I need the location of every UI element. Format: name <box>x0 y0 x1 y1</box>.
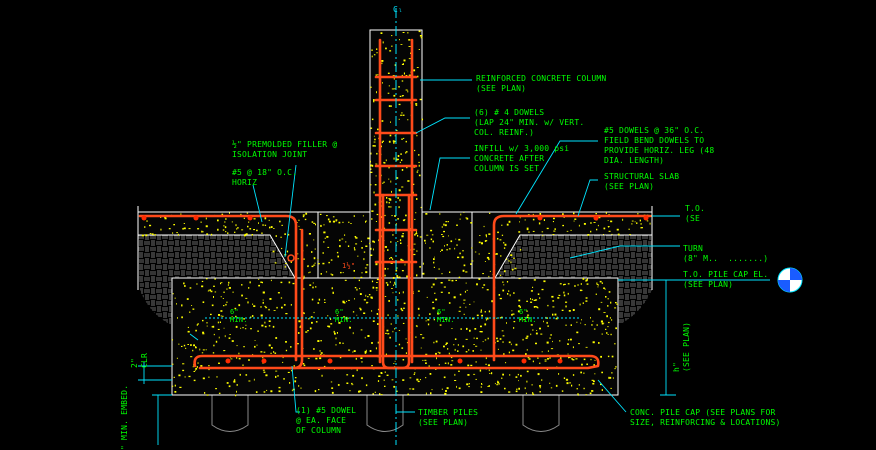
label-pile-cap-elevation: T.O. PILE CAP EL. (SEE PLAN) <box>683 270 769 289</box>
leaders <box>138 79 770 445</box>
label-min-6-b: 6" MIN. <box>335 308 353 324</box>
label-field-bend: #5 DOWELS @ 36" O.C. FIELD BEND DOWELS T… <box>604 126 715 165</box>
rebar-dots <box>141 215 649 364</box>
center-mark: Cₗ <box>393 5 403 14</box>
label-clear-cover: 2" CLR <box>130 352 149 368</box>
label-min-6-a: 6" MIN. <box>230 308 248 324</box>
label-turn: TURN (8" M.. .......) <box>683 244 769 263</box>
pile-cap <box>171 277 619 396</box>
label-dowels: (6) # 4 DOWELS (LAP 24" MIN. w/ VERT. CO… <box>474 108 585 137</box>
elevation-target-icon <box>777 267 803 293</box>
label-pile-cap: CONC. PILE CAP (SEE PLANS FOR SIZE, REIN… <box>630 408 781 427</box>
label-min-6-d: 6" MIN. <box>519 308 537 324</box>
label-min-embed: " MIN. EMBED. <box>120 384 129 450</box>
label-dowel-each-face: (1) #5 DOWEL @ EA. FACE OF COLUMN <box>296 406 357 435</box>
label-min-6-c: 6" MIN. <box>437 308 455 324</box>
label-cap-depth: h" (SEE PLAN) <box>672 321 691 372</box>
label-infill: INFILL w/ 3,000 psi CONCRETE AFTER COLUM… <box>474 144 570 173</box>
label-horiz-bars: #5 @ 18" O.C. HORIZ <box>232 168 298 187</box>
label-premolded-filler: ½" PREMOLDED FILLER @ ISOLATION JOINT <box>232 140 338 159</box>
label-top-of-slab: T.O. (SE <box>685 204 706 223</box>
label-gap: 1½" <box>342 262 356 270</box>
label-timber-piles: TIMBER PILES (SEE PLAN) <box>418 408 479 427</box>
label-structural-slab: STRUCTURAL SLAB (SEE PLAN) <box>604 172 680 191</box>
label-column: REINFORCED CONCRETE COLUMN (SEE PLAN) <box>476 74 607 93</box>
timber-piles <box>211 395 560 432</box>
